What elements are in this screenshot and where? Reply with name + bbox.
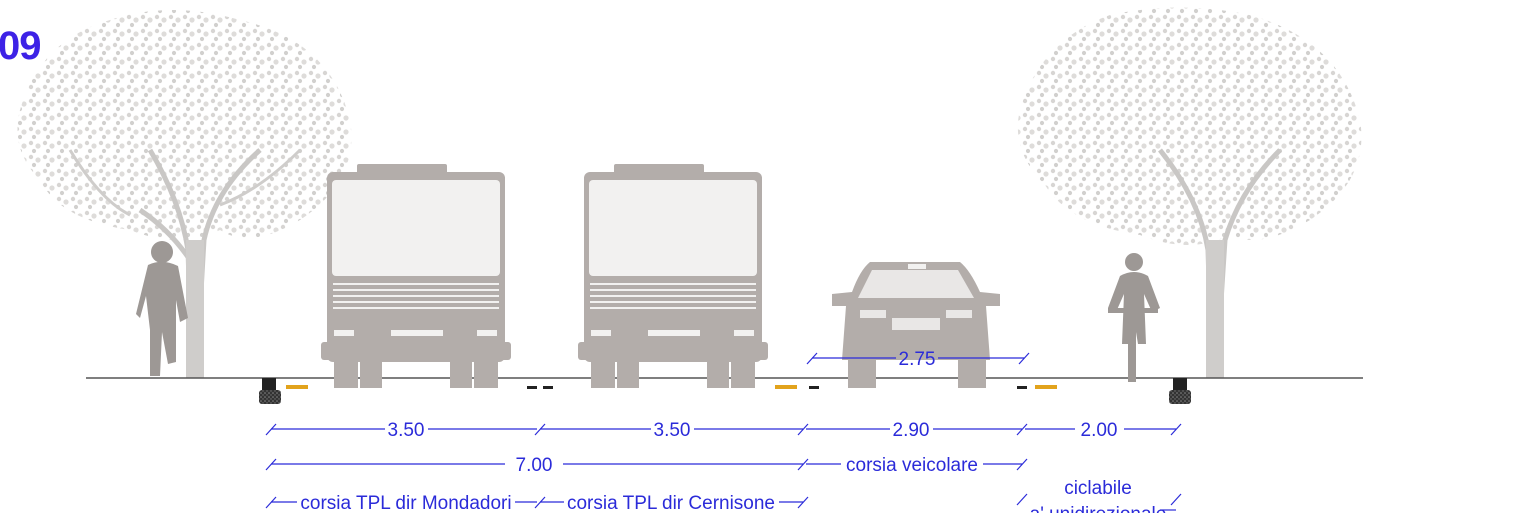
tree-icon <box>17 10 352 379</box>
label-tpl-mondadori: corsia TPL dir Mondadori <box>300 493 511 513</box>
curb-left <box>259 378 281 404</box>
dimension-lines <box>265 352 1182 511</box>
dim-lane-4: 2.00 <box>1081 420 1118 441</box>
lane-markers <box>286 385 1057 389</box>
bus-icon <box>578 164 768 388</box>
dim-lane-2: 3.50 <box>654 420 691 441</box>
label-cycle-line2: a' unidirezionale <box>1030 504 1167 513</box>
curb-right <box>1169 378 1191 404</box>
dim-lane-1: 3.50 <box>388 420 425 441</box>
dim-car-width: 2.75 <box>899 349 936 370</box>
bus-icon <box>321 164 511 388</box>
label-tpl-cernisone: corsia TPL dir Cernisone <box>567 493 775 513</box>
cyclist-icon <box>1108 253 1160 382</box>
dim-tpl-total: 7.00 <box>516 455 553 476</box>
label-cycle-line1: ciclabile <box>1064 478 1132 499</box>
dim-lane-3: 2.90 <box>893 420 930 441</box>
label-vehicle-lane: corsia veicolare <box>846 455 978 476</box>
pedestrian-icon <box>136 241 188 376</box>
tree-icon <box>1017 7 1362 379</box>
section-number: 09 <box>0 24 41 68</box>
